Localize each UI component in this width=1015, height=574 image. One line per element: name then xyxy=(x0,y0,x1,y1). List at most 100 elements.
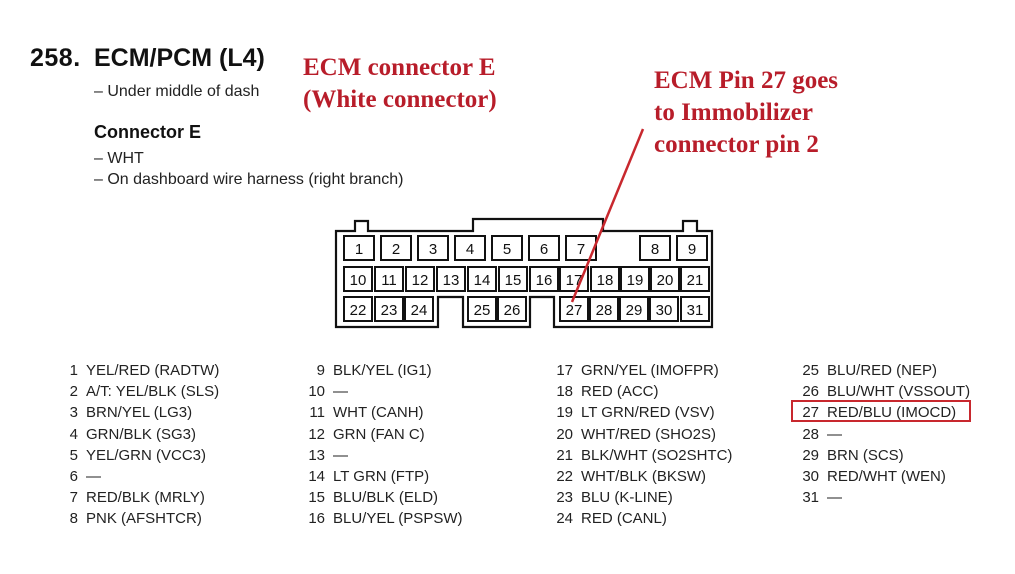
pin-description: BLK/WHT (SO2SHTC) xyxy=(581,446,733,464)
pin-row: 6— xyxy=(60,466,219,487)
cavity-label-11: 11 xyxy=(381,272,397,289)
cavity-label-14: 14 xyxy=(474,272,491,289)
pin-number: 12 xyxy=(308,425,325,443)
cavity-label-25: 25 xyxy=(474,302,491,319)
pin-description: LT GRN (FTP) xyxy=(333,468,430,486)
pin-number: 21 xyxy=(556,446,573,464)
cavity-23 xyxy=(374,296,404,322)
pin-number: 7 xyxy=(69,489,78,507)
pin-description: BRN/YEL (LG3) xyxy=(86,404,193,422)
connector-annotation-line2: (White connector) xyxy=(303,86,497,113)
pin-27-pointer-line xyxy=(570,128,645,303)
pin-number: 26 xyxy=(802,383,819,401)
cavity-28 xyxy=(589,296,619,322)
cavity-label-26: 26 xyxy=(504,302,521,319)
cavity-label-24: 24 xyxy=(411,302,428,319)
pin-number: 11 xyxy=(309,404,325,422)
connector-annotation-line1: ECM connector E xyxy=(303,54,496,81)
cavity-24 xyxy=(404,296,434,322)
pin-number: 18 xyxy=(556,383,573,401)
pin-number: 29 xyxy=(802,446,819,464)
pin-description: YEL/RED (RADTW) xyxy=(86,362,220,379)
cavity-30 xyxy=(649,296,679,322)
pin-number: 14 xyxy=(308,468,325,486)
pin-description: GRN (FAN C) xyxy=(333,425,425,443)
cavity-blank xyxy=(602,235,634,261)
cavity-label-6: 6 xyxy=(540,241,548,258)
pin-number: 27 xyxy=(802,404,819,422)
pin-annotation-line1: ECM Pin 27 goes xyxy=(654,67,839,94)
cavity-4 xyxy=(454,235,486,261)
pin-description: A/T: YEL/BLK (SLS) xyxy=(86,383,220,401)
connector-housing xyxy=(334,217,714,329)
cavity-label-7: 7 xyxy=(577,241,585,258)
cavity-row-3: 22 23 24 25 26 27 28 29 30 31 xyxy=(343,296,710,322)
pin-annotation-line3: connector pin 2 xyxy=(654,131,819,158)
cavity-13 xyxy=(436,266,466,292)
cavity-29 xyxy=(619,296,649,322)
cavity-label-13: 13 xyxy=(443,272,460,289)
pin-row: 14 LT GRN (FTP) xyxy=(307,466,462,487)
cavity-8 xyxy=(639,235,671,261)
pin-description: — xyxy=(86,468,101,486)
pin-row: 2 A/T: YEL/BLK (SLS) xyxy=(60,381,219,402)
cavity-label-5: 5 xyxy=(503,241,511,258)
cavity-label-10: 10 xyxy=(350,272,367,289)
pin-number: 28 xyxy=(802,425,819,443)
pin-number: 20 xyxy=(556,425,573,443)
pin-row: 13— xyxy=(307,445,462,466)
cavity-label-3: 3 xyxy=(429,241,437,258)
pin-number: 3 xyxy=(69,404,78,422)
pin-row: 3 BRN/YEL (LG3) xyxy=(60,402,219,423)
pin-description: WHT/BLK (BKSW) xyxy=(581,468,707,486)
cavity-label-15: 15 xyxy=(505,272,522,289)
connector-title: Connector E xyxy=(94,122,202,142)
cavity-17 xyxy=(559,266,589,292)
pin-number: 31 xyxy=(802,489,819,507)
cavity-20 xyxy=(650,266,680,292)
pin-row: 25 BLU/RED (NEP) xyxy=(801,360,970,381)
cavity-22 xyxy=(343,296,373,322)
cavity-label-31: 31 xyxy=(687,302,704,319)
pin-number: 10 xyxy=(308,383,325,401)
pin-description: — xyxy=(827,425,842,443)
cavity-label-19: 19 xyxy=(627,272,644,289)
pin-description: YEL/GRN (VCC3) xyxy=(86,446,207,464)
pin-27-highlight-box xyxy=(791,400,971,422)
pin-number: 9 xyxy=(316,362,325,379)
pin-row: 31 — xyxy=(801,487,970,508)
pin-number: 8 xyxy=(69,510,78,528)
pin-description: GRN/YEL (IMOFPR) xyxy=(581,362,719,379)
cavity-16 xyxy=(529,266,559,292)
pin-number: 2 xyxy=(69,383,78,401)
cavity-label-22: 22 xyxy=(350,302,367,319)
pin-description: BLU/RED (NEP) xyxy=(827,362,938,379)
pin-description: BLU/BLK (ELD) xyxy=(333,489,439,507)
pin-description: BLU (K-LINE) xyxy=(581,489,673,507)
cavity-10 xyxy=(343,266,373,292)
cavity-label-4: 4 xyxy=(466,241,474,258)
pin-number: 15 xyxy=(308,489,325,507)
cavity-11 xyxy=(374,266,404,292)
cavity-1 xyxy=(343,235,375,261)
diagram-title: ECM/PCM (L4) xyxy=(94,44,265,72)
pin-number: 25 xyxy=(802,362,819,379)
pin-description: — xyxy=(827,489,842,507)
cavity-3 xyxy=(417,235,449,261)
pin-description: RED/WHT (WEN) xyxy=(827,468,946,486)
cavity-label-18: 18 xyxy=(597,272,614,289)
